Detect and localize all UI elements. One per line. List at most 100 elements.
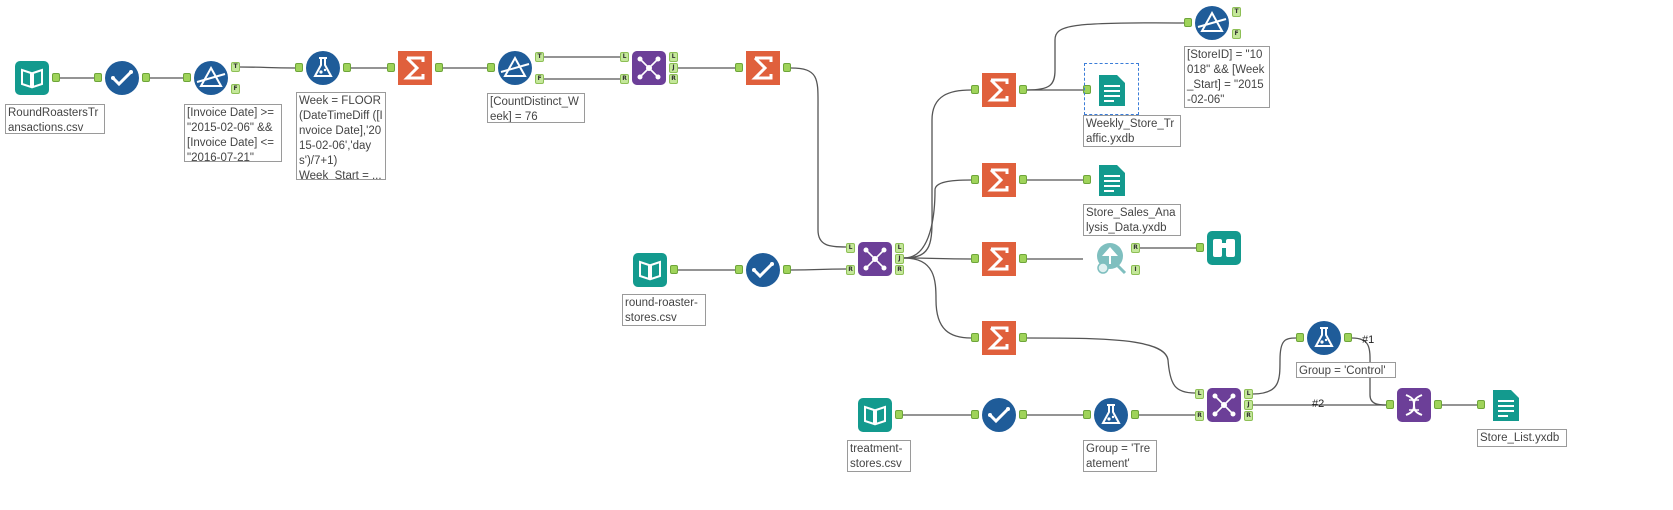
union-tool-union1[interactable] xyxy=(1396,387,1432,423)
anchor-join2-1[interactable]: R xyxy=(846,265,855,275)
anchor-join3-2[interactable]: L xyxy=(1244,389,1253,399)
flask-icon xyxy=(1094,398,1128,432)
anchor-sum5-0[interactable] xyxy=(971,254,979,263)
browse-tool-brw1[interactable] xyxy=(1206,230,1242,266)
anchor-sum2-1[interactable] xyxy=(783,63,791,72)
sigma-icon xyxy=(982,242,1016,276)
anchor-frm2-1[interactable] xyxy=(1131,410,1139,419)
anchor-in3-0[interactable] xyxy=(895,410,903,419)
summarize-tool-sum5[interactable] xyxy=(981,241,1017,277)
connection-wire xyxy=(790,268,847,271)
anchor-join1-4[interactable]: R xyxy=(669,74,678,84)
anchor-flt1-2[interactable]: F xyxy=(231,84,240,94)
join-tool-join2[interactable] xyxy=(857,241,893,277)
anchor-sum3-0[interactable] xyxy=(971,85,979,94)
anchor-out3-0[interactable] xyxy=(1477,400,1485,409)
formula-tool-frm1[interactable] xyxy=(305,50,341,86)
anchor-frm1-1[interactable] xyxy=(343,63,351,72)
annotation-flt3: [StoreID] = "10018" && [Week_Start] = "2… xyxy=(1184,46,1270,108)
anchor-join1-0[interactable]: L xyxy=(620,52,629,62)
input-tool-in2[interactable] xyxy=(632,252,668,288)
anchor-flt2-0[interactable] xyxy=(487,63,495,72)
anchor-sum2-0[interactable] xyxy=(735,63,743,72)
anchor-sel1-0[interactable] xyxy=(94,73,102,82)
anchor-join3-4[interactable]: R xyxy=(1244,411,1253,421)
filter-tool-flt1[interactable] xyxy=(193,60,229,96)
anchor-join2-3[interactable]: J xyxy=(895,254,904,264)
anchor-out2-0[interactable] xyxy=(1083,175,1091,184)
anchor-sum6-1[interactable] xyxy=(1019,333,1027,342)
model-tool-model1[interactable] xyxy=(1093,241,1129,277)
annotation-frm3: Group = 'Control' xyxy=(1296,362,1396,378)
anchor-sum3-1[interactable] xyxy=(1019,85,1027,94)
join-tool-join3[interactable] xyxy=(1206,387,1242,423)
anchor-model1-0[interactable]: R xyxy=(1131,243,1140,253)
anchor-model1-1[interactable]: I xyxy=(1131,265,1140,275)
anchor-sel2-0[interactable] xyxy=(735,265,743,274)
checkmark-icon xyxy=(982,398,1016,432)
output-tool-out1[interactable] xyxy=(1093,72,1129,108)
anchor-frm3-0[interactable] xyxy=(1296,333,1304,342)
anchor-flt2-1[interactable]: T xyxy=(535,52,544,62)
anchor-out1-0[interactable] xyxy=(1083,85,1091,94)
anchor-union1-1[interactable] xyxy=(1434,400,1442,409)
anchor-sum6-0[interactable] xyxy=(971,333,979,342)
anchor-in2-0[interactable] xyxy=(670,265,678,274)
summarize-tool-sum6[interactable] xyxy=(981,320,1017,356)
anchor-flt2-2[interactable]: F xyxy=(535,74,544,84)
anchor-join3-0[interactable]: L xyxy=(1195,389,1204,399)
sigma-icon xyxy=(398,51,432,85)
filter-tool-flt3[interactable] xyxy=(1194,5,1230,41)
input-tool-in1[interactable] xyxy=(14,60,50,96)
anchor-join1-1[interactable]: R xyxy=(620,74,629,84)
anchor-frm2-0[interactable] xyxy=(1083,410,1091,419)
anchor-join3-3[interactable]: J xyxy=(1244,400,1253,410)
formula-tool-frm3[interactable] xyxy=(1306,320,1342,356)
anchor-sel1-1[interactable] xyxy=(142,73,150,82)
formula-tool-frm2[interactable] xyxy=(1093,397,1129,433)
anchor-join2-2[interactable]: L xyxy=(895,243,904,253)
anchor-flt3-2[interactable]: F xyxy=(1232,29,1241,39)
input-tool-in3[interactable] xyxy=(857,397,893,433)
anchor-sel3-1[interactable] xyxy=(1019,410,1027,419)
anchor-brw1-0[interactable] xyxy=(1196,243,1204,252)
anchor-join1-3[interactable]: J xyxy=(669,63,678,73)
join-tool-join1[interactable] xyxy=(631,50,667,86)
summarize-tool-sum3[interactable] xyxy=(981,72,1017,108)
select-tool-sel1[interactable] xyxy=(104,60,140,96)
anchor-frm1-0[interactable] xyxy=(295,63,303,72)
connection-wire xyxy=(903,257,972,339)
anchor-join3-1[interactable]: R xyxy=(1195,411,1204,421)
select-tool-sel3[interactable] xyxy=(981,397,1017,433)
select-tool-sel2[interactable] xyxy=(745,252,781,288)
output-tool-out2[interactable] xyxy=(1093,162,1129,198)
filter-tool-flt2[interactable] xyxy=(497,50,533,86)
anchor-frm3-1[interactable] xyxy=(1344,333,1352,342)
anchor-sum5-1[interactable] xyxy=(1019,254,1027,263)
anchor-flt3-1[interactable]: T xyxy=(1232,7,1241,17)
connection-wire xyxy=(238,66,296,69)
anchor-sel2-1[interactable] xyxy=(783,265,791,274)
anchor-join2-0[interactable]: L xyxy=(846,243,855,253)
connection-wire xyxy=(1026,22,1185,91)
anchor-flt1-1[interactable]: T xyxy=(231,62,240,72)
anchor-sum4-1[interactable] xyxy=(1019,175,1027,184)
anchor-sel3-0[interactable] xyxy=(971,410,979,419)
summarize-tool-sum1[interactable] xyxy=(397,50,433,86)
output-tool-out3[interactable] xyxy=(1487,387,1523,423)
anchor-sum1-0[interactable] xyxy=(387,63,395,72)
anchor-flt3-0[interactable] xyxy=(1184,18,1192,27)
summarize-tool-sum4[interactable] xyxy=(981,162,1017,198)
anchor-sum1-1[interactable] xyxy=(435,63,443,72)
anchor-union1-0[interactable] xyxy=(1386,400,1394,409)
anchor-sum4-0[interactable] xyxy=(971,175,979,184)
flask-icon xyxy=(1307,321,1341,355)
anchor-join2-4[interactable]: R xyxy=(895,265,904,275)
connection-wire xyxy=(1252,337,1297,395)
connection-label-2: #2 xyxy=(1312,398,1325,410)
anchor-flt1-0[interactable] xyxy=(183,73,191,82)
summarize-tool-sum2[interactable] xyxy=(745,50,781,86)
anchor-in1-0[interactable] xyxy=(52,73,60,82)
anchor-join1-2[interactable]: L xyxy=(669,52,678,62)
